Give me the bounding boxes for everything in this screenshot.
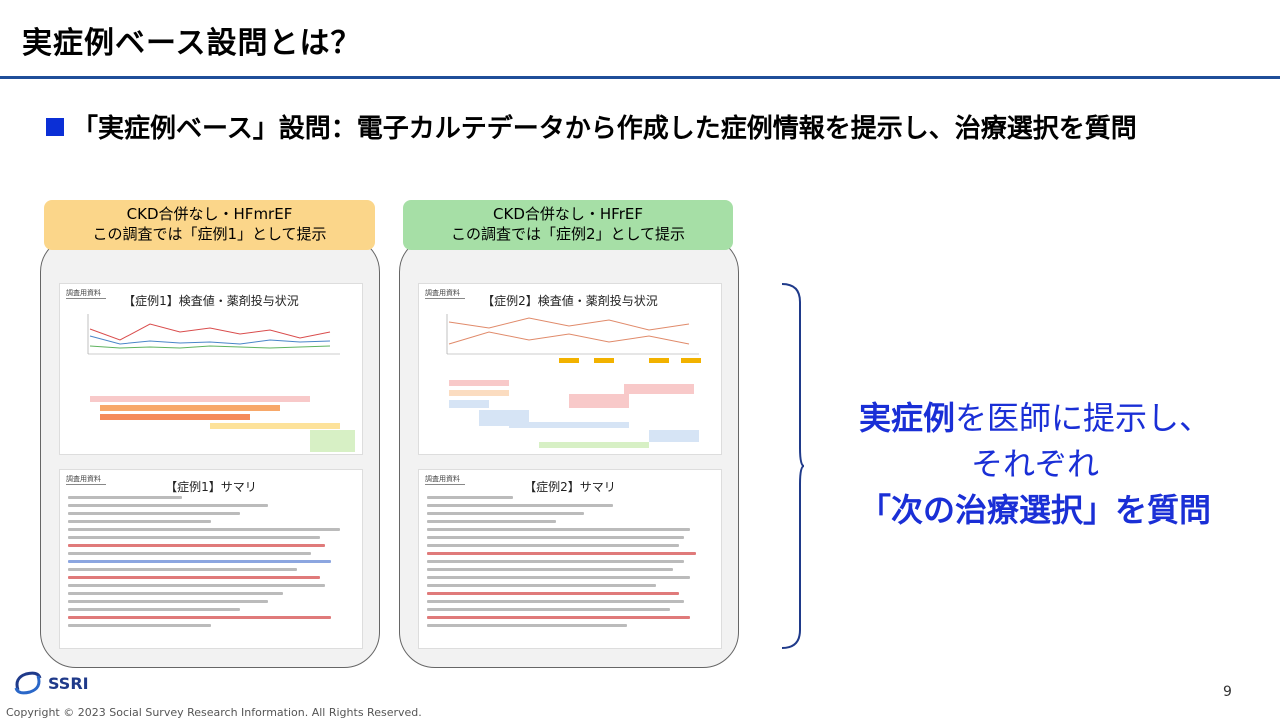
case2-summary-document: 調査用資料 【症例2】サマリ — [418, 469, 722, 649]
case1-card: 調査用資料 【症例1】検査値・薬剤投与状況 調査用資料 【症例1】サマリ — [40, 236, 380, 668]
case1-summary-tag: 調査用資料 — [66, 475, 101, 483]
case2-chart-title: 【症例2】検査値・薬剤投与状況 — [482, 294, 658, 308]
message-rest-3: を質問 — [1115, 491, 1212, 529]
right-curly-brace-icon — [781, 283, 805, 649]
case2-summary-text — [427, 496, 713, 632]
case2-chart-document: 調査用資料 【症例2】検査値・薬剤投与状況 — [418, 283, 722, 455]
case1-summary-text — [68, 496, 354, 632]
tag-underline — [425, 298, 465, 299]
bullet-text: 「実症例ベース」設問：電子カルテデータから作成した症例情報を提示し、治療選択を質… — [72, 114, 1137, 144]
case2-card: 調査用資料 【症例2】検査値・薬剤投与状況 調査用資料 【症例2】サマリ — [399, 236, 739, 668]
bullet-statement: 「実症例ベース」設問：電子カルテデータから作成した症例情報を提示し、治療選択を質… — [46, 108, 1137, 145]
case2-chart-graphic — [446, 314, 701, 448]
tag-underline — [425, 484, 465, 485]
case2-chart-tag: 調査用資料 — [425, 289, 460, 297]
message-highlight-3: 「次の治療選択」 — [858, 491, 1115, 529]
message-line-2: それぞれ — [970, 445, 1099, 483]
square-bullet-icon — [46, 117, 64, 136]
case1-summary-document: 調査用資料 【症例1】サマリ — [59, 469, 363, 649]
message-rest-1: を医師に提示し、 — [955, 399, 1212, 437]
page-title: 実症例ベース設問とは？ — [22, 26, 362, 61]
case2-label-line2: この調査では「症例2」として提示 — [450, 225, 686, 243]
tag-underline — [66, 298, 106, 299]
ssri-logo-icon — [14, 671, 42, 695]
message-highlight-1: 実症例 — [858, 399, 955, 437]
case1-chart-title: 【症例1】検査値・薬剤投与状況 — [123, 294, 299, 308]
case2-summary-title: 【症例2】サマリ — [524, 480, 616, 494]
tag-underline — [66, 484, 106, 485]
case1-summary-title: 【症例1】サマリ — [165, 480, 257, 494]
title-divider — [0, 76, 1280, 79]
case1-label-line2: この調査では「症例1」として提示 — [92, 225, 327, 243]
case2-label-line1: CKD合併なし・HFrEF — [493, 205, 643, 223]
logo-text: SSRI — [48, 673, 89, 693]
case1-chart-graphic — [87, 314, 355, 452]
case2-summary-tag: 調査用資料 — [425, 475, 460, 483]
case1-label-line1: CKD合併なし・HFmrEF — [126, 205, 293, 223]
case1-chart-document: 調査用資料 【症例1】検査値・薬剤投与状況 — [59, 283, 363, 455]
case1-label: CKD合併なし・HFmrEF この調査では「症例1」として提示 — [44, 200, 375, 250]
page-number: 9 — [1223, 684, 1232, 700]
key-message: 実症例を医師に提示し、 それぞれ 「次の治療選択」を質問 — [830, 395, 1240, 533]
copyright-notice: Copyright © 2023 Social Survey Research … — [6, 706, 422, 719]
case1-chart-tag: 調査用資料 — [66, 289, 101, 297]
company-logo: SSRI — [12, 668, 89, 698]
case2-label: CKD合併なし・HFrEF この調査では「症例2」として提示 — [403, 200, 733, 250]
